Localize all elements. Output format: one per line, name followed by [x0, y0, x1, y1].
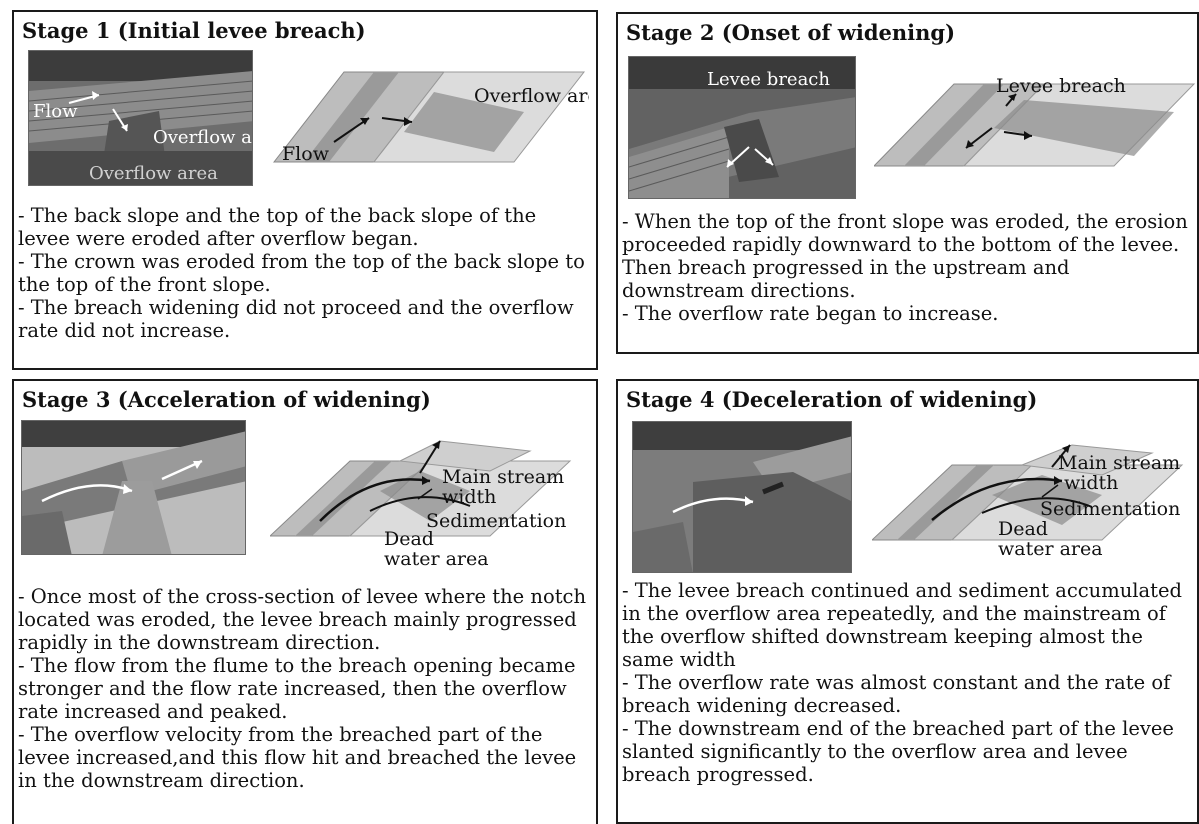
stage-1-description: - The back slope and the top of the back… — [18, 204, 592, 342]
stage-1-title: Stage 1 (Initial levee breach) — [22, 18, 366, 43]
stage-2-panel: Stage 2 (Onset of widening) Levee breach — [616, 12, 1199, 354]
stage-2-photo: Levee breach — [628, 56, 856, 199]
stage-4-diagram-sedimentation-label: Sedimentation — [1040, 498, 1180, 520]
stage-2-description-item: - The overflow rate began to increase. — [622, 302, 1193, 325]
stage-1-photo: Flow Overflow area Overflow area — [28, 50, 253, 186]
stage-1-photo-flow-label: Flow — [33, 101, 78, 122]
stage-3-diagram-main-stream-label: Main stream — [442, 466, 564, 488]
stage-4-diagram-main-stream-label: Main stream — [1058, 452, 1180, 474]
stage-2-description: - When the top of the front slope was er… — [622, 210, 1193, 325]
stage-4-photo — [632, 421, 852, 573]
stage-4-title: Stage 4 (Deceleration of widening) — [626, 387, 1037, 412]
stage-3-diagram-width-label: width — [442, 486, 496, 508]
stage-1-diagram-overflow-label: Overflow area — [474, 85, 589, 107]
stage-2-diagram-breach-label: Levee breach — [996, 75, 1126, 97]
stage-3-description-item: - Once most of the cross-section of leve… — [18, 585, 592, 654]
stage-4-diagram-water-area-label: water area — [998, 538, 1103, 560]
stage-3-diagram: Main stream width Sedimentation Dead wat… — [270, 431, 590, 571]
stage-4-description-item: - The downstream end of the breached par… — [622, 717, 1193, 786]
stage-2-title: Stage 2 (Onset of widening) — [626, 20, 955, 45]
stage-1-description-item: - The crown was eroded from the top of t… — [18, 250, 592, 296]
stage-2-description-item: - When the top of the front slope was er… — [622, 210, 1193, 302]
stage-3-panel: Stage 3 (Acceleration of widening) — [12, 379, 598, 824]
stage-4-diagram-width-label: width — [1064, 472, 1118, 494]
stage-1-diagram: Flow Overflow area — [264, 52, 589, 192]
stage-3-diagram-sedimentation-label: Sedimentation — [426, 510, 566, 532]
stage-4-description-item: - The levee breach continued and sedimen… — [622, 579, 1193, 671]
stage-3-description-item: - The overflow velocity from the breache… — [18, 723, 592, 792]
stage-3-title: Stage 3 (Acceleration of widening) — [22, 387, 431, 412]
stage-1-panel: Stage 1 (Initial levee breach) Flow Over… — [12, 10, 598, 370]
stage-2-diagram: Levee breach — [874, 56, 1196, 196]
stage-3-photo — [21, 420, 246, 555]
stage-1-description-item: - The back slope and the top of the back… — [18, 204, 592, 250]
stage-3-diagram-water-area-label: water area — [384, 548, 489, 570]
stage-1-photo-overflow-bottom-label: Overflow area — [89, 163, 218, 184]
stage-4-diagram: Main stream width Sedimentation Dead wat… — [872, 435, 1196, 575]
stage-4-diagram-dead-label: Dead — [998, 518, 1048, 540]
stage-2-photo-breach-label: Levee breach — [707, 69, 830, 90]
stage-3-description: - Once most of the cross-section of leve… — [18, 585, 592, 792]
stage-1-diagram-flow-label: Flow — [282, 143, 330, 165]
stage-3-description-item: - The flow from the flume to the breach … — [18, 654, 592, 723]
stage-1-description-item: - The breach widening did not proceed an… — [18, 296, 592, 342]
stage-4-description: - The levee breach continued and sedimen… — [622, 579, 1193, 786]
stage-4-description-item: - The overflow rate was almost constant … — [622, 671, 1193, 717]
stage-1-photo-overflow-label: Overflow area — [153, 127, 253, 148]
stage-4-panel: Stage 4 (Deceleration of widening) — [616, 379, 1199, 824]
stage-3-diagram-dead-label: Dead — [384, 528, 434, 550]
